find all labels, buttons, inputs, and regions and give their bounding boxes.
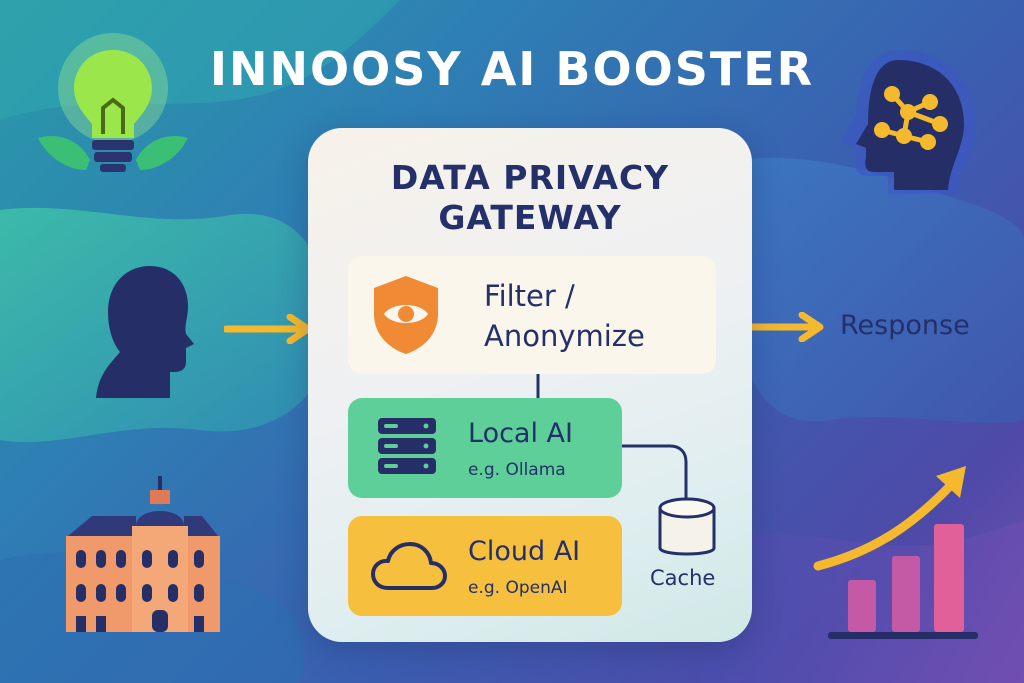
cache-label: Cache bbox=[650, 566, 716, 590]
local-ai-example: e.g. Ollama bbox=[468, 460, 566, 480]
connector-lines bbox=[536, 374, 688, 502]
cloud-ai-box[interactable] bbox=[348, 516, 622, 616]
local-ai-name: Local AI bbox=[468, 418, 573, 449]
filter-label-line1: Filter / bbox=[484, 279, 575, 313]
cloud-icon bbox=[371, 542, 447, 590]
lightbulb-icon bbox=[38, 33, 188, 172]
app-title: INNOOSY AI BOOSTER bbox=[209, 42, 815, 96]
database-icon bbox=[658, 497, 716, 556]
cloud-ai-name: Cloud AI bbox=[468, 536, 581, 567]
shield-eye-icon bbox=[374, 276, 438, 354]
gateway-title: DATA PRIVACY GATEWAY bbox=[308, 158, 752, 238]
building-icon bbox=[66, 476, 220, 632]
gateway-title-line2: GATEWAY bbox=[438, 198, 622, 237]
cloud-ai-example: e.g. OpenAI bbox=[468, 578, 568, 598]
gateway-title-line1: DATA PRIVACY bbox=[390, 158, 670, 197]
response-label: Response bbox=[840, 310, 970, 341]
user-icon bbox=[96, 266, 194, 398]
brain-head-icon bbox=[842, 50, 976, 194]
server-icon bbox=[378, 418, 436, 474]
growth-chart-icon bbox=[813, 466, 978, 639]
filter-label: Filter / Anonymize bbox=[484, 276, 645, 356]
input-arrow bbox=[224, 314, 312, 344]
output-arrow bbox=[746, 312, 824, 342]
filter-label-line2: Anonymize bbox=[484, 319, 645, 353]
